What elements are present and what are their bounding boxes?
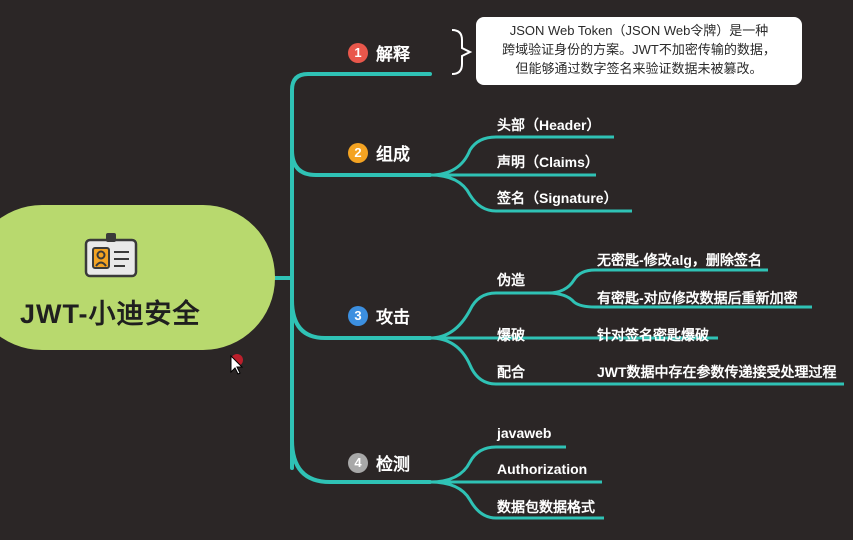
branch-label: 解释 [376, 45, 410, 64]
id-badge-icon [84, 232, 138, 283]
branch-attack[interactable]: 3 攻击 [348, 303, 410, 328]
note-line: JSON Web Token（JSON Web令牌）是一种 [509, 23, 769, 38]
note-line: 但能够通过数字签名来验证数据未被篡改。 [515, 61, 763, 76]
leaf-claims[interactable]: 声明（Claims） [497, 154, 599, 170]
leaf-param-passing[interactable]: JWT数据中存在参数传递接受处理过程 [597, 364, 837, 380]
branch-detection[interactable]: 4 检测 [348, 450, 410, 475]
mouse-cursor-icon [229, 354, 247, 381]
branch-composition[interactable]: 2 组成 [348, 140, 410, 165]
leaf-header[interactable]: 头部（Header） [497, 117, 601, 133]
branch-label: 组成 [376, 145, 410, 164]
note-line: 跨域验证身份的方案。JWT不加密传输的数据， [502, 42, 776, 57]
leaf-bruteforce-key[interactable]: 针对签名密匙爆破 [597, 327, 709, 343]
number-badge-1: 1 [348, 42, 368, 63]
leaf-with-key[interactable]: 有密匙-对应修改数据后重新加密 [597, 290, 798, 306]
root-node [0, 205, 275, 350]
leaf-packet-format[interactable]: 数据包数据格式 [497, 499, 595, 515]
branch-explanation[interactable]: 1 解释 [348, 40, 410, 65]
branch-label: 攻击 [376, 308, 410, 327]
leaf-bruteforce[interactable]: 爆破 [497, 327, 525, 343]
leaf-combine[interactable]: 配合 [497, 364, 525, 380]
leaf-no-key[interactable]: 无密匙-修改alg，删除签名 [597, 252, 762, 268]
explanation-note: JSON Web Token（JSON Web令牌）是一种 跨域验证身份的方案。… [476, 17, 802, 85]
leaf-signature[interactable]: 签名（Signature） [497, 190, 618, 206]
number-badge-3: 3 [348, 305, 368, 326]
leaf-forgery[interactable]: 伪造 [497, 272, 525, 288]
leaf-authorization[interactable]: Authorization [497, 461, 588, 477]
root-title: JWT-小迪安全 [20, 299, 201, 329]
branch-label: 检测 [376, 455, 410, 474]
number-badge-4: 4 [348, 452, 368, 473]
number-badge-2: 2 [348, 142, 368, 163]
leaf-javaweb[interactable]: javaweb [497, 425, 552, 441]
